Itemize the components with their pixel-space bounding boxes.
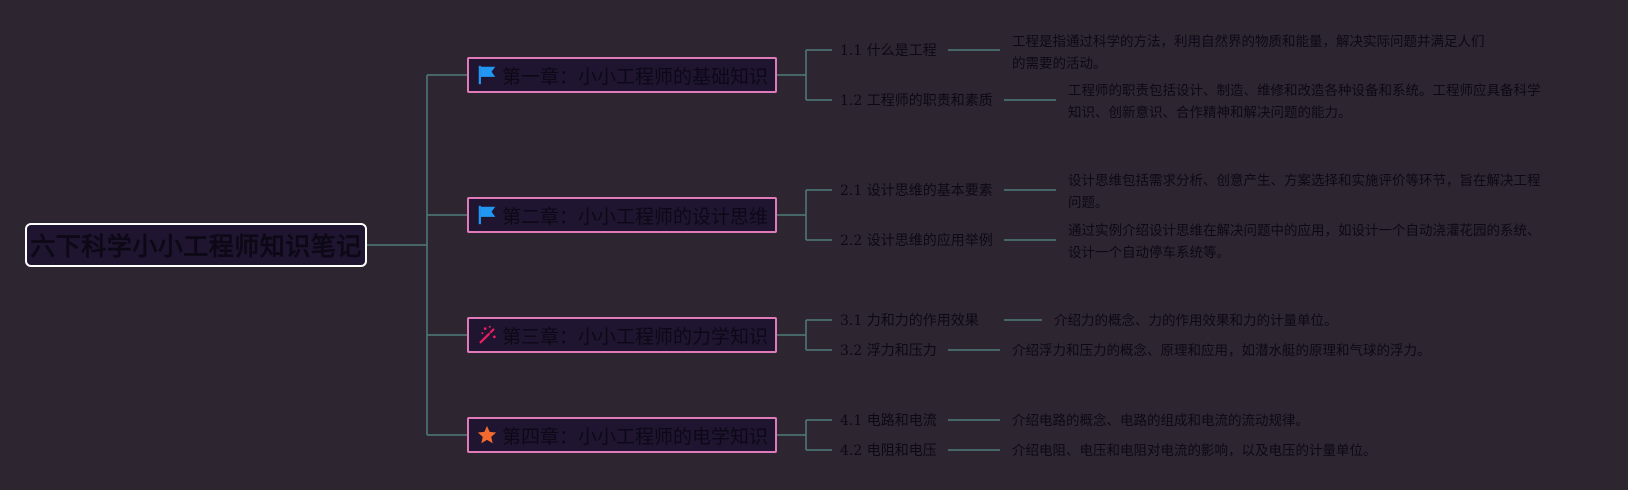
topic-2-1[interactable]: 2.1 设计思维的基本要素 (840, 183, 993, 199)
chapter-title: 第二章：小小工程师的设计思维 (501, 205, 768, 228)
topic-1-2[interactable]: 1.2 工程师的职责和素质 (840, 93, 993, 109)
chapter-node-2[interactable]: 第二章：小小工程师的设计思维 (467, 197, 777, 233)
chapter-title: 第三章：小小工程师的力学知识 (501, 325, 768, 348)
topic-2-2[interactable]: 2.2 设计思维的应用举例 (840, 233, 993, 249)
topic-2-2-desc: 通过实例介绍设计思维在解决问题中的应用，如设计一个自动浇灌花园的系统、 设计一个… (1068, 223, 1541, 261)
topic-3-1-desc: 介绍力的概念、力的作用效果和力的计量单位。 (1054, 313, 1338, 329)
topic-4-1[interactable]: 4.1 电路和电流 (840, 413, 937, 429)
magic-wand-icon (476, 324, 498, 346)
chapter-node-4[interactable]: 第四章：小小工程师的电学知识 (467, 417, 777, 453)
flag-icon (476, 204, 498, 226)
flag-icon (476, 64, 498, 86)
root-node[interactable]: 六下科学小小工程师知识笔记 (25, 223, 367, 267)
topic-4-2[interactable]: 4.2 电阻和电压 (840, 443, 937, 459)
topic-2-1-desc: 设计思维包括需求分析、创意产生、方案选择和实施评价等环节，旨在解决工程 问题。 (1068, 173, 1541, 211)
chapter-node-3[interactable]: 第三章：小小工程师的力学知识 (467, 317, 777, 353)
topic-1-2-desc: 工程师的职责包括设计、制造、维修和改造各种设备和系统。工程师应具备科学 知识、创… (1068, 83, 1541, 121)
topic-3-1[interactable]: 3.1 力和力的作用效果 (840, 313, 979, 329)
chapter-node-1[interactable]: 第一章：小小工程师的基础知识 (467, 57, 777, 93)
topic-1-1[interactable]: 1.1 什么是工程 (840, 43, 937, 59)
root-title: 六下科学小小工程师知识笔记 (30, 232, 362, 261)
topic-3-2[interactable]: 3.2 浮力和压力 (840, 343, 937, 359)
topic-3-2-desc: 介绍浮力和压力的概念、原理和应用，如潜水艇的原理和气球的浮力。 (1012, 343, 1431, 359)
chapter-title: 第四章：小小工程师的电学知识 (501, 425, 768, 448)
topic-4-1-desc: 介绍电路的概念、电路的组成和电流的流动规律。 (1012, 413, 1309, 429)
topic-1-1-desc: 工程是指通过科学的方法，利用自然界的物质和能量，解决实际问题并满足人们 的需要的… (1012, 34, 1485, 72)
topic-4-2-desc: 介绍电阻、电压和电阻对电流的影响，以及电压的计量单位。 (1012, 443, 1377, 459)
chapter-title: 第一章：小小工程师的基础知识 (501, 65, 768, 88)
star-icon (476, 424, 498, 446)
